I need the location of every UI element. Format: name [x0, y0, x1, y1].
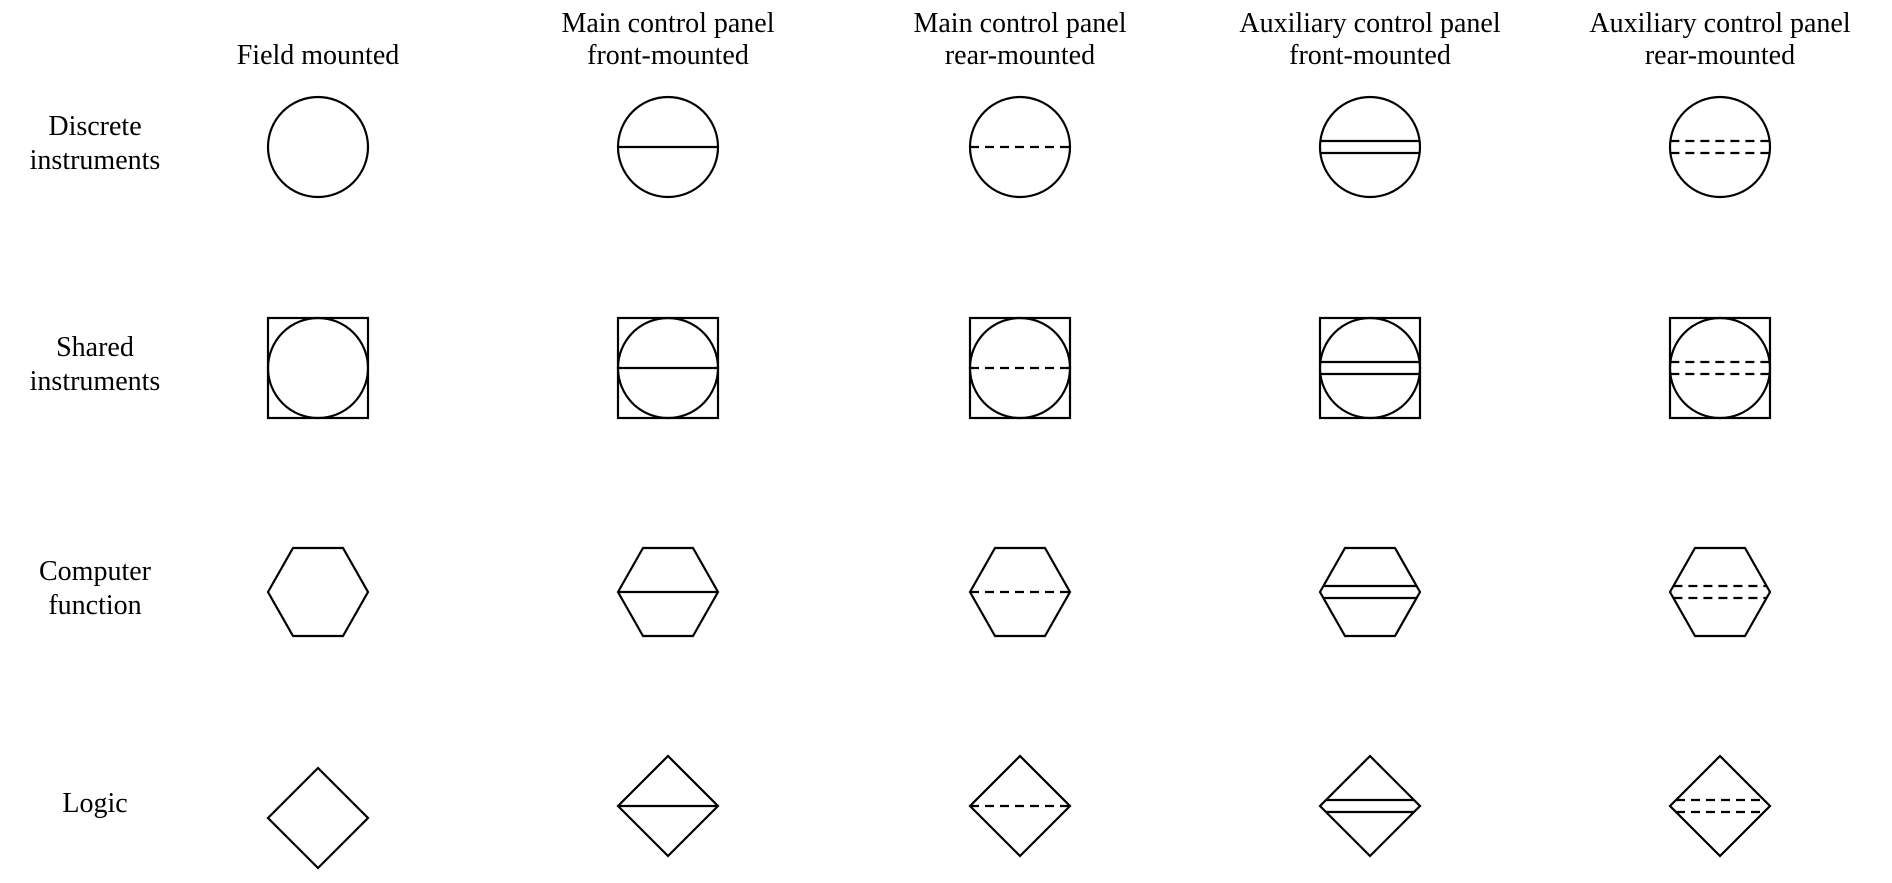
column-header-main-front-line1: Main control panel: [561, 8, 775, 39]
symbol-computer-aux-rear: [1668, 546, 1772, 638]
row-header-computer-line2: function: [48, 590, 142, 621]
symbol-logic-field: [266, 766, 370, 870]
row-header-discrete-line2: instruments: [29, 145, 161, 176]
row-header-discrete-line1: Discrete: [48, 111, 142, 142]
row-header-logic-line1: Logic: [62, 788, 128, 819]
diamond-symbol-icon: [1318, 754, 1422, 858]
diamond-symbol-icon: [1668, 754, 1772, 858]
hexagon-symbol-icon: [968, 546, 1072, 638]
hexagon-symbol-icon: [1668, 546, 1772, 638]
circle-symbol-icon: [1668, 95, 1772, 199]
column-header-aux-front-line1: Auxiliary control panel: [1239, 8, 1501, 39]
symbol-computer-main-rear: [968, 546, 1072, 638]
column-header-main-rear-line2: rear-mounted: [944, 40, 1096, 71]
symbol-discrete-aux-front: [1318, 95, 1422, 199]
diamond-symbol-icon: [616, 754, 720, 858]
circle-symbol-icon: [1668, 316, 1772, 420]
column-header-aux-rear-line2: rear-mounted: [1644, 40, 1796, 71]
row-header-shared-line2: instruments: [29, 366, 161, 397]
column-header-aux-front-line2: front-mounted: [1289, 40, 1451, 71]
row-header-computer-line1: Computer: [39, 556, 151, 587]
symbol-logic-main-front: [616, 754, 720, 858]
symbol-discrete-field: [266, 95, 370, 199]
symbol-logic-aux-front: [1318, 754, 1422, 858]
column-header-field-line2: Field mounted: [236, 40, 400, 71]
row-header-shared-line1: Shared: [56, 332, 134, 363]
diamond-symbol-icon: [266, 766, 370, 870]
symbol-computer-main-front: [616, 546, 720, 638]
symbol-shared-main-front: [616, 316, 720, 420]
column-header-aux-rear-line1: Auxiliary control panel: [1589, 8, 1851, 39]
circle-symbol-icon: [266, 95, 370, 199]
hexagon-symbol-icon: [266, 546, 370, 638]
symbol-discrete-main-front: [616, 95, 720, 199]
symbol-shared-field: [266, 316, 370, 420]
symbol-logic-aux-rear: [1668, 754, 1772, 858]
column-header-main-front-line2: front-mounted: [587, 40, 749, 71]
diamond-symbol-icon: [968, 754, 1072, 858]
symbol-computer-aux-front: [1318, 546, 1422, 638]
symbol-logic-main-rear: [968, 754, 1072, 858]
hexagon-symbol-icon: [1318, 546, 1422, 638]
circle-symbol-icon: [266, 316, 370, 420]
symbol-shared-aux-front: [1318, 316, 1422, 420]
circle-symbol-icon: [1318, 316, 1422, 420]
symbol-discrete-main-rear: [968, 95, 1072, 199]
symbol-shared-aux-rear: [1668, 316, 1772, 420]
column-header-main-rear-line1: Main control panel: [913, 8, 1127, 39]
circle-symbol-icon: [1318, 95, 1422, 199]
symbol-discrete-aux-rear: [1668, 95, 1772, 199]
symbol-computer-field: [266, 546, 370, 638]
symbol-shared-main-rear: [968, 316, 1072, 420]
